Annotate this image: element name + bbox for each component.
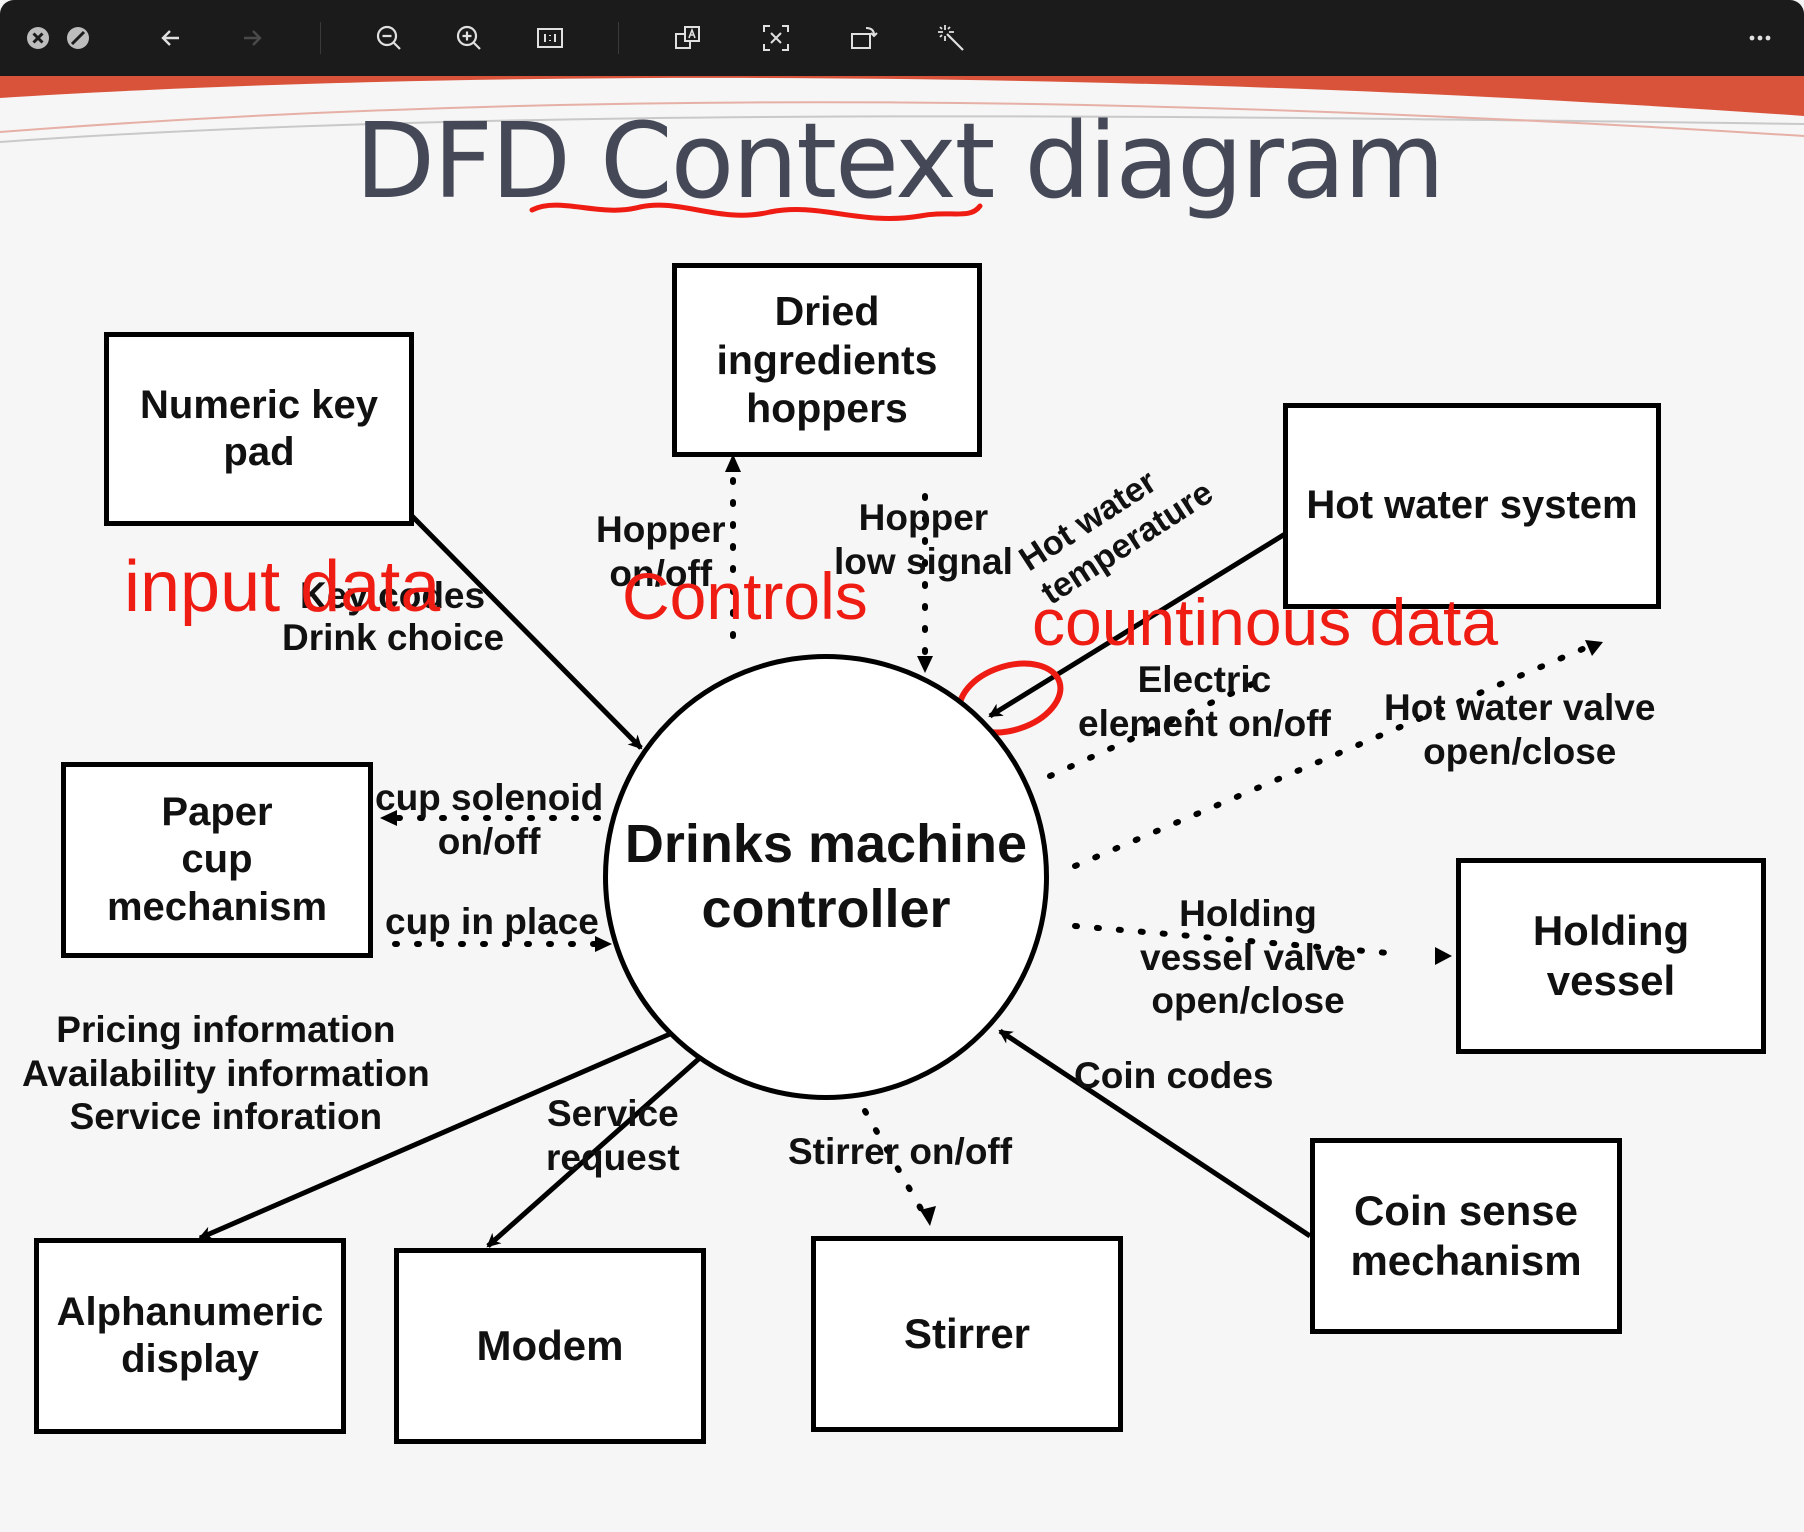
arrowhead [595, 936, 612, 952]
flow-label-drink-choice: Drink choice [282, 617, 505, 658]
rotate-icon [851, 27, 878, 49]
image-viewer[interactable]: DFD Context diagram Numeric key pad Drie… [0, 76, 1804, 1532]
arrowhead [917, 656, 933, 673]
flow-line-modem [486, 1054, 704, 1248]
entity-alphanumeric-display: Alphanumeric display [34, 1238, 346, 1434]
entity-dried-ingredients-hoppers: Dried ingredients hoppers [672, 263, 982, 457]
arrowhead [920, 1206, 936, 1226]
flow-label-pricing-information: Pricing information Availability informa… [22, 1009, 430, 1138]
more-icon [1749, 35, 1771, 41]
flow-label-coin-codes: Coin codes [1074, 1055, 1274, 1096]
arrowhead [725, 454, 741, 472]
translate-button[interactable] [666, 16, 710, 60]
flow-label-cup-solenoid: cup solenoid on/off [375, 777, 604, 862]
close-icon [27, 27, 49, 49]
arrowhead [380, 810, 397, 826]
stop-button[interactable] [56, 16, 100, 60]
arrowhead [1585, 640, 1603, 656]
flow-label-holding-vessel-valve: Holding vessel valve open/close [1140, 893, 1357, 1022]
viewer-toolbar [0, 0, 1804, 76]
stop-icon [67, 27, 89, 49]
flow-line-alphanumeric [198, 1031, 671, 1241]
title-underline-annotation [529, 202, 983, 221]
entity-paper-cup-mechanism: Paper cup mechanism [61, 762, 373, 958]
annotation-input-data: input data [124, 547, 441, 627]
flow-label-stirrer-on-off: Stirrer on/off [788, 1131, 1013, 1172]
scan-text-icon [763, 25, 789, 51]
forward-arrow-icon [244, 30, 262, 46]
flow-line-keypad [410, 514, 643, 750]
flow-label-cup-in-place: cup in place [385, 901, 599, 942]
more-button[interactable] [1738, 16, 1782, 60]
flow-label-electric-element: Electric element on/off [1078, 659, 1331, 744]
magic-wand-icon [938, 25, 964, 51]
flow-label-hopper-low-signal: Hopper low signal [834, 497, 1013, 582]
flow-label-hot-water-valve: Hot water valve open/close [1384, 687, 1656, 772]
forward-button[interactable] [230, 16, 274, 60]
process-drinks-machine-controller: Drinks machine controller [603, 654, 1049, 1100]
zoom-in-button[interactable] [447, 16, 491, 60]
entity-numeric-key-pad: Numeric key pad [104, 332, 414, 526]
zoom-out-button[interactable] [367, 16, 411, 60]
entity-modem: Modem [394, 1248, 706, 1444]
flow-label-service-request: Service request [546, 1093, 680, 1178]
close-button[interactable] [16, 16, 60, 60]
actual-size-icon [537, 28, 563, 48]
back-button[interactable] [149, 16, 193, 60]
scan-text-button[interactable] [754, 16, 798, 60]
slide-accent-swoosh [0, 76, 1804, 116]
flow-label-key-codes: Key codes [300, 575, 486, 616]
rotate-button[interactable] [842, 16, 886, 60]
entity-coin-sense-mechanism: Coin sense mechanism [1310, 1138, 1622, 1334]
flow-dotted-stirrer [862, 1108, 928, 1219]
magic-wand-button[interactable] [929, 16, 973, 60]
flow-line-coin [998, 1028, 1312, 1239]
annotation-controls: Controls [622, 559, 868, 633]
arrowhead [1435, 947, 1452, 965]
zoom-out-icon [376, 25, 401, 50]
actual-size-button[interactable] [528, 16, 572, 60]
flow-dotted-hot-water-valve [1072, 645, 1588, 869]
entity-hot-water-system: Hot water system [1283, 403, 1661, 609]
annotation-continuous-data: countinous data [1032, 585, 1499, 659]
zoom-in-icon [456, 25, 481, 50]
slide-accent-line-2 [0, 101, 1804, 137]
diagram-canvas [0, 76, 1804, 1248]
entity-stirrer: Stirrer [811, 1236, 1123, 1432]
slide-title: DFD Context diagram [355, 100, 1445, 222]
flow-line-hot-water-temp [988, 531, 1287, 719]
flow-label-hopper-on-off: Hopper on/off [596, 509, 726, 594]
flow-dotted-electric [1047, 673, 1273, 779]
entity-holding-vessel: Holding vessel [1456, 858, 1766, 1054]
translate-icon [675, 26, 700, 49]
back-arrow-icon [161, 30, 179, 46]
